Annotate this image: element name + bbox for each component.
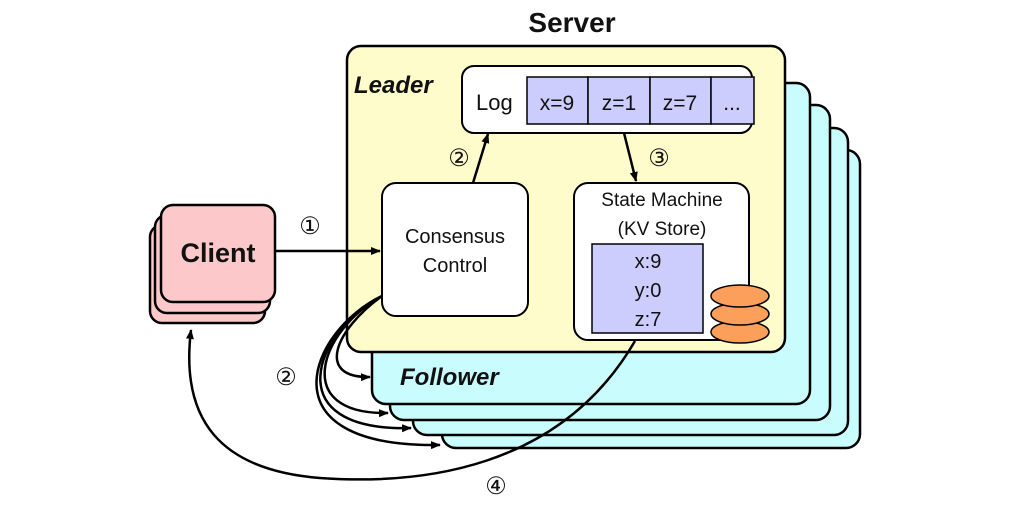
server-title: Server [528,7,615,38]
arrow-consensus-to-log [471,133,490,184]
consensus-line2: Control [423,255,487,277]
arrow-to-follower-4 [315,294,441,450]
log-entry: z=1 [602,92,636,115]
step-4-label: ④ [485,473,507,500]
log-label: Log [476,90,513,115]
step-3-label: ③ [648,145,670,172]
log-entries: x=9 z=1 z=7 ... [526,76,755,125]
arrow-log-to-state-machine [622,132,638,182]
database-icon [710,284,770,344]
follower-label: Follower [400,364,500,391]
consensus-line1: Consensus [405,226,505,248]
kv-entry: y:0 [635,280,662,302]
step-1-label: ① [299,213,321,240]
state-machine-line1: State Machine [601,190,722,211]
consensus-control-box [381,182,529,317]
log-entry-cell [710,76,755,125]
kv-store-table [591,243,704,334]
log-entry: z=7 [663,92,697,115]
arrow-to-follower-1 [335,294,383,382]
client-label: Client [180,238,255,268]
step-2-replication-label: ② [275,364,297,391]
replication-arrows [315,294,441,450]
kv-entry: x:9 [635,251,662,273]
client-box [159,203,277,304]
state-machine-line2: (KV Store) [618,219,707,240]
kv-entry: z:7 [635,309,662,331]
log-entry: x=9 [540,92,574,115]
arrow-reply-to-client [185,329,637,481]
log-entry-cell [587,76,651,125]
log-entry: ... [723,92,741,115]
step-2-label: ② [448,145,470,172]
leader-label: Leader [354,72,434,99]
